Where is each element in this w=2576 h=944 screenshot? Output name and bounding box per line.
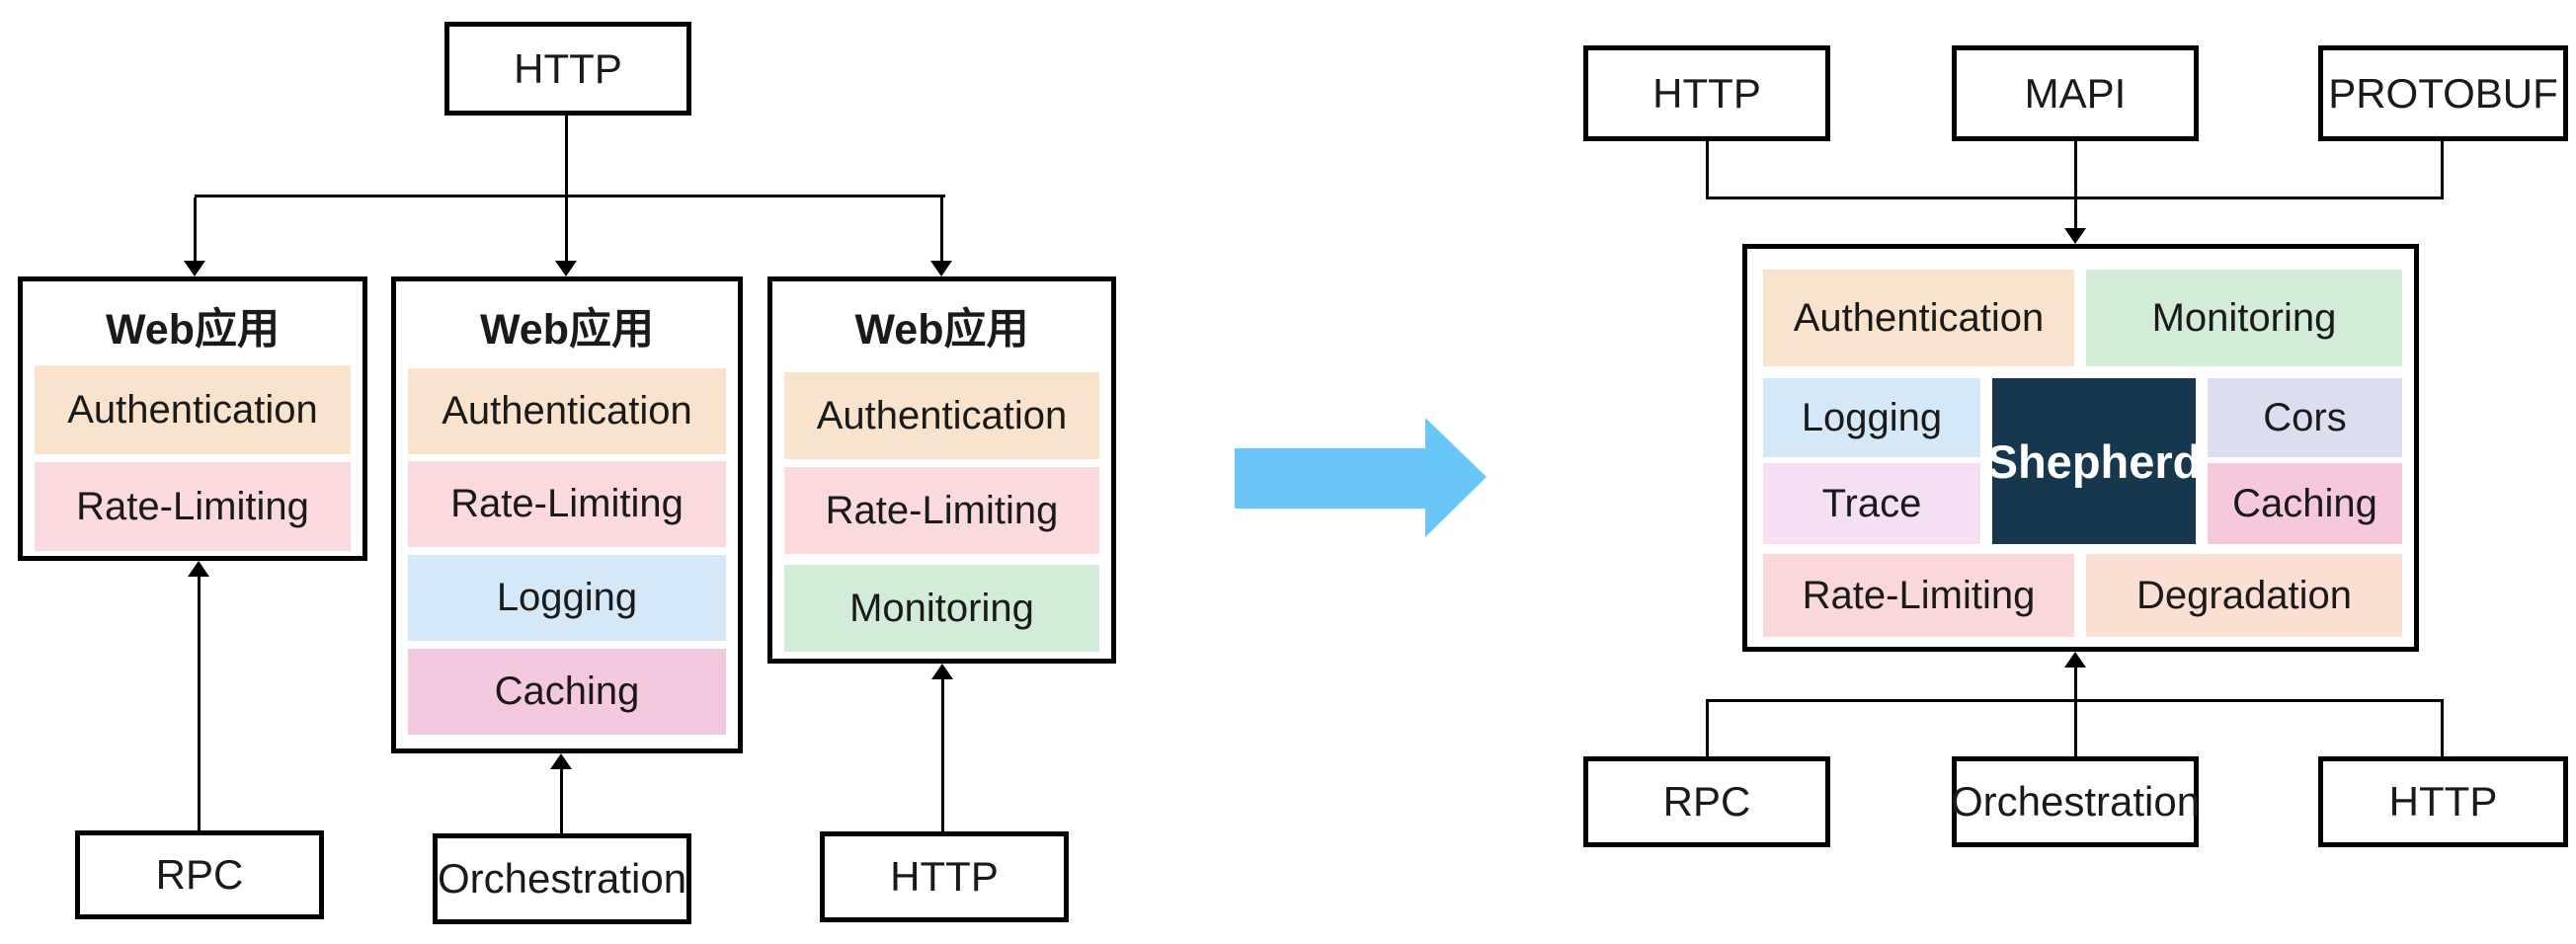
connector-line xyxy=(2441,702,2444,756)
framework-cell-trace: Trace xyxy=(1763,463,1980,544)
right-protocol-protobuf-box: PROTOBUF xyxy=(2318,45,2568,141)
web-app-title: Web应用 xyxy=(854,306,1029,354)
middleware-row-authentication: Authentication xyxy=(784,372,1099,459)
arrowhead-down-icon xyxy=(555,261,577,276)
middleware-row-rate-limiting: Rate-Limiting xyxy=(784,467,1099,554)
transition-arrow-icon xyxy=(1235,448,1425,509)
framework-cell-cors: Cors xyxy=(2208,378,2402,457)
right-backend-http-box: HTTP xyxy=(2318,756,2568,847)
framework-cell-rate-limiting: Rate-Limiting xyxy=(1763,554,2074,637)
connector-line xyxy=(2074,141,2077,230)
connector-line xyxy=(565,197,568,263)
arrowhead-up-icon xyxy=(550,753,572,769)
framework-cell-monitoring: Monitoring xyxy=(2086,270,2402,366)
arrowhead-down-icon xyxy=(184,261,205,276)
middleware-row-rate-limiting: Rate-Limiting xyxy=(408,461,726,547)
middleware-row-rate-limiting: Rate-Limiting xyxy=(35,462,351,551)
framework-cell-logging: Logging xyxy=(1763,378,1980,457)
right-protocol-http-box: HTTP xyxy=(1583,45,1830,141)
connector-line xyxy=(195,195,945,197)
connector-line xyxy=(2074,666,2077,756)
connector-line xyxy=(194,197,197,263)
arrowhead-up-icon xyxy=(2064,652,2086,668)
right-backend-orchestration-box: Orchestration xyxy=(1951,756,2200,847)
framework-cell-degradation: Degradation xyxy=(2086,554,2402,637)
connector-line xyxy=(1706,699,2444,702)
transition-arrow-head-icon xyxy=(1425,418,1487,537)
connector-line xyxy=(1706,141,1709,198)
web-app-title: Web应用 xyxy=(480,306,654,354)
shepherd-core: Shepherd xyxy=(1987,378,2201,544)
arrowhead-down-icon xyxy=(2064,228,2086,244)
left-egress-orchestration-box: Orchestration xyxy=(433,833,691,924)
connector-line xyxy=(941,677,944,831)
arrowhead-up-icon xyxy=(931,664,953,679)
connector-line xyxy=(1706,702,1709,756)
framework-cell-caching: Caching xyxy=(2208,463,2402,544)
left-ingress-http-box: HTTP xyxy=(444,22,691,116)
middleware-row-caching: Caching xyxy=(408,649,726,735)
web-app-box-2: Web应用 Authentication Rate-Limiting Loggi… xyxy=(391,276,743,753)
middleware-row-monitoring: Monitoring xyxy=(784,565,1099,652)
middleware-row-logging: Logging xyxy=(408,555,726,641)
web-app-box-3: Web应用 Authentication Rate-Limiting Monit… xyxy=(767,276,1116,664)
arrowhead-down-icon xyxy=(930,261,952,276)
connector-line xyxy=(560,767,563,833)
right-protocol-mapi-box: MAPI xyxy=(1952,45,2199,141)
web-app-title: Web应用 xyxy=(106,306,280,354)
right-backend-rpc-box: RPC xyxy=(1583,756,1830,847)
left-egress-rpc-box: RPC xyxy=(75,830,324,919)
middleware-row-authentication: Authentication xyxy=(408,368,726,454)
connector-line xyxy=(198,575,201,830)
connector-line xyxy=(2441,141,2444,198)
web-app-box-1: Web应用 Authentication Rate-Limiting xyxy=(18,276,367,561)
left-egress-http-box: HTTP xyxy=(820,831,1069,922)
middleware-row-authentication: Authentication xyxy=(35,365,351,454)
shepherd-framework-box: Authentication Monitoring Logging Trace … xyxy=(1742,244,2419,652)
connector-line xyxy=(565,116,568,197)
arrowhead-up-icon xyxy=(188,561,209,577)
connector-line xyxy=(940,197,943,263)
framework-cell-authentication: Authentication xyxy=(1763,270,2074,366)
